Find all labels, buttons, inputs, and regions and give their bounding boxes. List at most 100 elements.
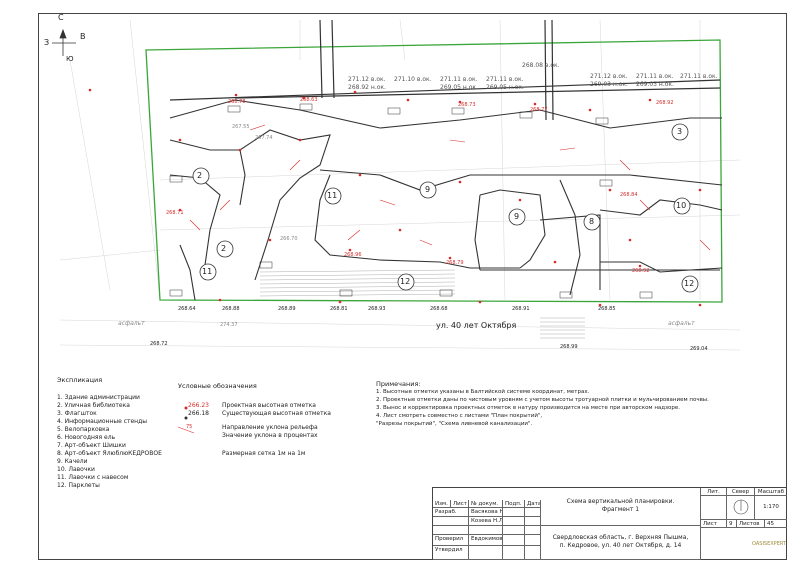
zone-marker-11b	[324, 187, 342, 205]
tb-person: Васякова Н.С.	[469, 508, 503, 517]
explication-item: 8. Арт-объект ЯлюблюКЕДРОВОЕ	[57, 450, 162, 457]
explication-item: 3. Флагшток	[57, 410, 97, 417]
zone-label: 11	[327, 191, 338, 200]
tb-sign	[503, 546, 525, 560]
street-name: ул. 40 лет Октября	[436, 321, 517, 330]
tb-header-date: Дата	[525, 500, 541, 508]
zone-marker-12b	[681, 275, 699, 293]
compass-west: З	[44, 38, 50, 47]
zone-label: 12	[400, 277, 411, 286]
explication-item: 12. Парклеты	[57, 482, 100, 489]
tb-north-arrow	[727, 496, 755, 520]
building-lines	[169, 19, 721, 121]
zone-marker-11a	[199, 263, 217, 281]
legend-slope-value: 75	[186, 424, 193, 430]
design-elevation: 268.92	[656, 100, 674, 106]
tb-date	[525, 546, 541, 560]
elevation-label: 271.11 в.ок.	[680, 73, 718, 80]
tb-header-list: Лист	[451, 500, 469, 508]
tb-lit-header: Лит.	[701, 488, 727, 496]
existing-elevation: 268.93	[368, 306, 386, 312]
legend-existing-value: 266.18	[188, 410, 209, 417]
design-elevation: 268.79	[446, 260, 464, 266]
company-logo: OASISEXPERT	[752, 541, 787, 547]
tb-sheets-label: Листов	[737, 520, 765, 528]
tb-sheets-total: 45	[765, 520, 787, 528]
asphalt-label: асфальт	[118, 320, 145, 327]
slope-arrows	[189, 124, 711, 251]
tb-sheet-no: 9	[727, 520, 737, 528]
legend-grid-label: Размерная сетка 1м на 1м	[222, 450, 306, 457]
elevation-label: 268.08 в.ок.	[522, 62, 560, 69]
existing-elevation: 269.04	[690, 346, 708, 352]
tb-person	[469, 526, 503, 535]
explication-item: 1. Здание администрации	[57, 394, 140, 401]
slope-value: 266.70	[280, 236, 298, 242]
tb-date	[525, 508, 541, 517]
design-elevation: 268.63	[300, 97, 318, 103]
tb-scale-value: 1:170	[755, 496, 787, 520]
elevation-label: 271.12 в.ок.	[590, 73, 628, 80]
design-elevation: 268.84	[620, 192, 638, 198]
explication-item: 10. Лавочки	[57, 466, 95, 473]
tb-address: Свердловская область, г. Верхняя Пышма, …	[541, 526, 701, 560]
elevation-label: 271.11 в.ок.	[486, 76, 524, 83]
tb-role	[433, 526, 469, 535]
explication-item: 9. Качели	[57, 458, 88, 465]
asphalt-label: асфальт	[668, 320, 695, 327]
existing-elevation: 268.68	[430, 306, 448, 312]
drawing-frame	[38, 13, 787, 560]
existing-elevation: 268.91	[512, 306, 530, 312]
north-arrow-icon	[733, 499, 749, 515]
slope-value: 267.55	[232, 124, 250, 130]
site-boundary	[145, 39, 723, 303]
relief-contours	[169, 99, 723, 301]
elevation-label: 269.05 н.ок.	[440, 84, 478, 91]
zone-label: 9	[425, 185, 431, 194]
note-line: "Разрезы покрытий", "Схема ливневой кана…	[376, 421, 533, 427]
zone-label: 11	[202, 267, 213, 276]
legend-design-value: 266.23	[188, 402, 209, 409]
existing-elevation: 268.81	[330, 306, 348, 312]
note-line: 1. Высотные отметки указаны в Балтийской…	[376, 389, 590, 395]
elevation-label: 269.03 н.ок.	[590, 81, 628, 88]
design-elevation: 268.77	[530, 107, 548, 113]
existing-elevation: 268.88	[222, 306, 240, 312]
existing-elevation: 268.72	[150, 341, 168, 347]
compass-south: Ю	[66, 55, 74, 63]
tb-header-sign: Подп.	[503, 500, 525, 508]
zone-marker-9b	[508, 208, 526, 226]
tb-role: Проверил	[433, 535, 469, 546]
tb-person	[469, 546, 503, 560]
existing-elevation: 268.64	[178, 306, 196, 312]
zone-circles	[192, 123, 699, 293]
conventions-title: Условные обозначения	[178, 382, 257, 390]
design-elevation: 268.96	[344, 252, 362, 258]
design-elevation: 268.73	[458, 102, 476, 108]
existing-elevation: 268.89	[278, 306, 296, 312]
zone-label: 3	[677, 127, 683, 136]
zone-label: 10	[676, 201, 687, 210]
title-block: Изм. Лист № докум. Подп. Дата Разраб. Ва…	[432, 487, 787, 560]
legend-slope-label: Направление уклона рельефа	[222, 424, 318, 431]
zone-marker-10	[673, 197, 691, 215]
slope-value: 267.74	[255, 135, 273, 141]
existing-elevation: 268.85	[598, 306, 616, 312]
tb-sign	[503, 526, 525, 535]
design-elevation: 268.92	[632, 268, 650, 274]
elevation-label: 271.10 в.ок.	[394, 76, 432, 83]
elevation-label: 269.03 н.ок.	[636, 81, 674, 88]
zone-marker-8	[583, 213, 601, 231]
design-points	[88, 88, 702, 307]
tb-role	[433, 517, 469, 526]
tb-person: Козева Н.Л.	[469, 517, 503, 526]
note-line: 4. Лист смотреть совместно с листами "Пл…	[376, 413, 543, 419]
tb-address-line: п. Кедровое, ул. 40 лет Октября, д. 14	[559, 542, 682, 549]
elevation-label: 271.11 в.ок.	[636, 73, 674, 80]
paving-hatch	[259, 269, 585, 339]
tb-lit-value	[701, 496, 727, 520]
elevation-label: 269.05 н.ок.	[486, 84, 524, 91]
tb-role: Разраб.	[433, 508, 469, 517]
